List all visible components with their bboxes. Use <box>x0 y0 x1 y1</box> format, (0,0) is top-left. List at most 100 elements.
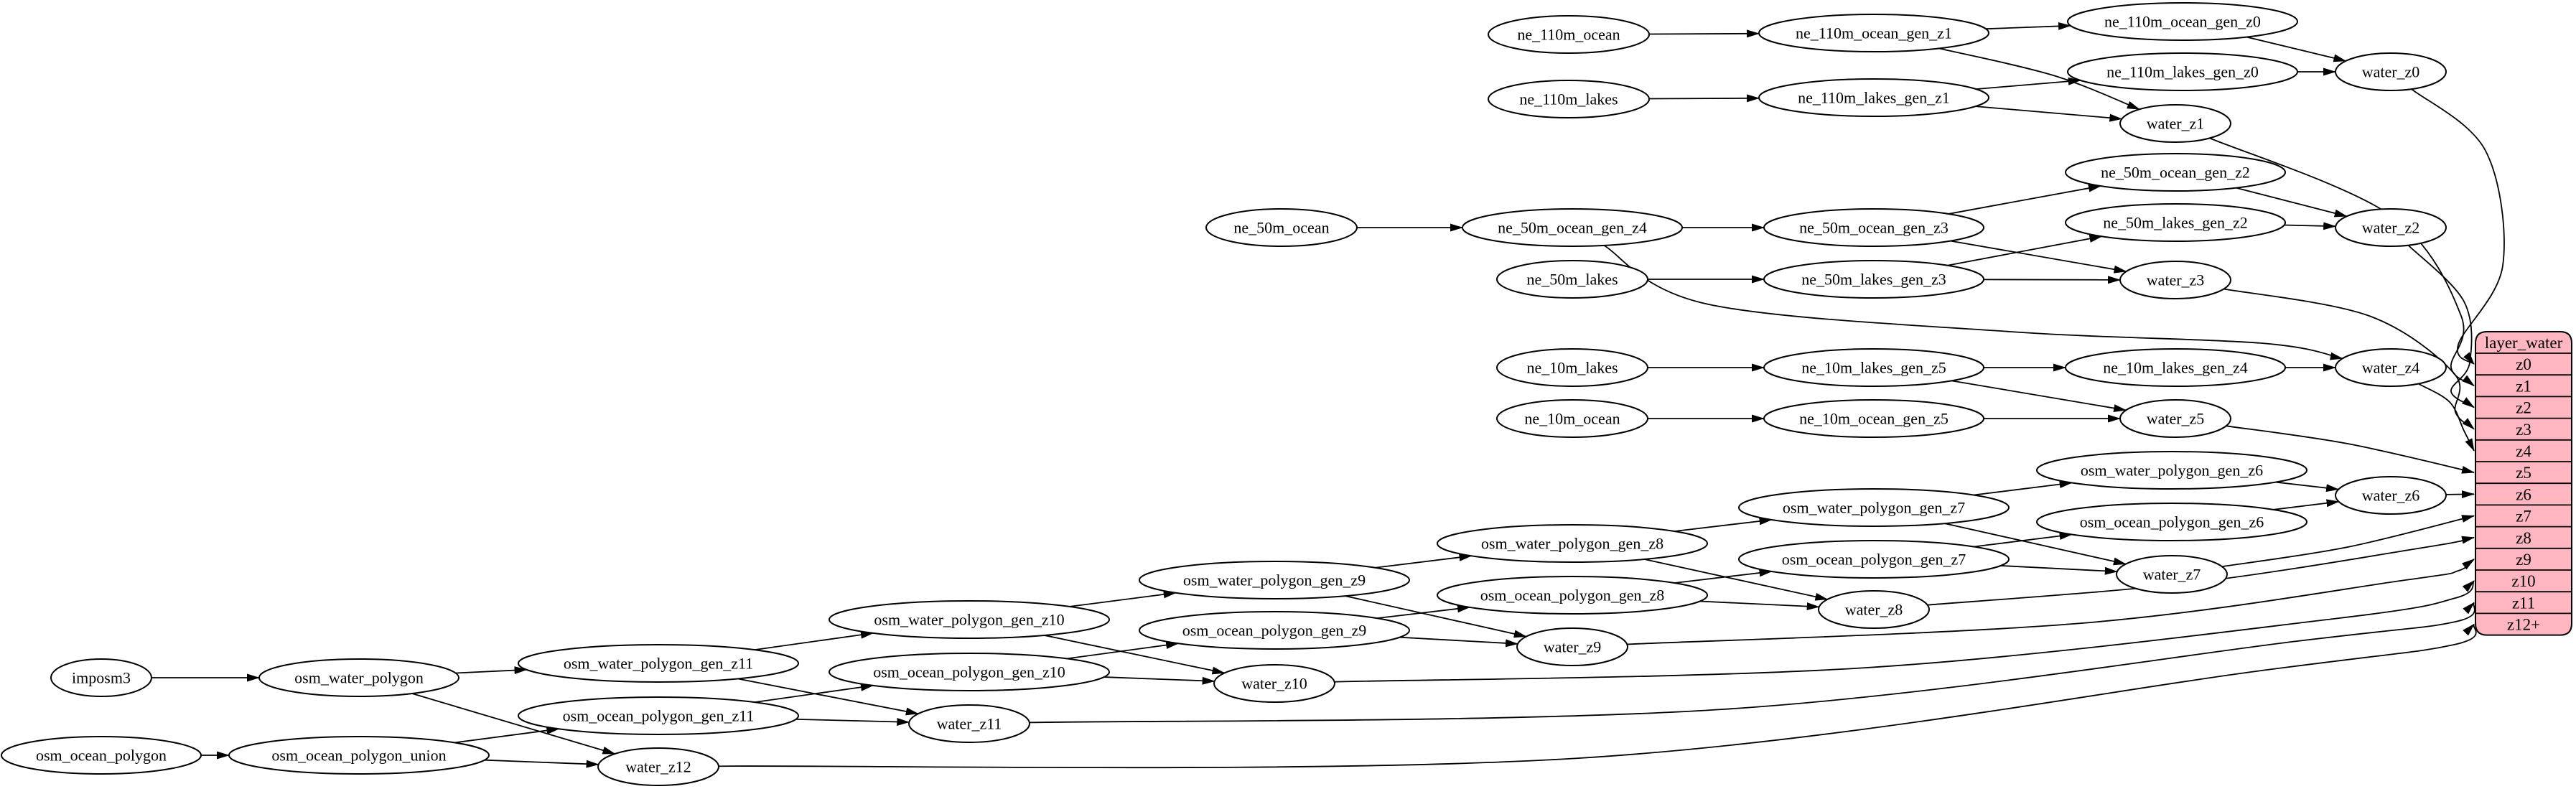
edge-osm_water_polygon_gen_z8-to-osm_water_polygon_gen_z7 <box>1674 517 1773 532</box>
water_z3-label: water_z3 <box>2147 271 2205 289</box>
node-ne_50m_ocean_gen_z2: ne_50m_ocean_gen_z2 <box>2065 153 2286 192</box>
node-osm_ocean_polygon_gen_z8: osm_ocean_polygon_gen_z8 <box>1437 576 1708 615</box>
table-row-z12+: z12+ <box>2507 616 2540 634</box>
layer-water-title: layer_water <box>2485 334 2563 352</box>
osm_ocean_polygon_gen_z8-ellipse <box>1437 576 1708 615</box>
ne_110m_lakes_gen_z0-label: ne_110m_lakes_gen_z0 <box>2106 63 2259 81</box>
node-ne_110m_lakes: ne_110m_lakes <box>1488 80 1650 118</box>
node-ne_10m_ocean: ne_10m_ocean <box>1496 399 1648 438</box>
ne_50m_ocean_gen_z4-label: ne_50m_ocean_gen_z4 <box>1498 219 1647 237</box>
node-water_z4: water_z4 <box>2335 348 2447 387</box>
water_z7-label: water_z7 <box>2143 566 2201 584</box>
water_z4-ellipse <box>2335 348 2447 387</box>
node-osm_ocean_polygon_gen_z11: osm_ocean_polygon_gen_z11 <box>518 696 799 735</box>
table-row-z7: z7 <box>2516 508 2531 526</box>
table-row-z8: z8 <box>2516 529 2531 547</box>
edge-osm_water_polygon-to-water_z12 <box>411 693 616 755</box>
node-osm_ocean_polygon: osm_ocean_polygon <box>1 736 202 775</box>
ne_110m_lakes_gen_z0-ellipse <box>2067 52 2298 91</box>
ne_50m_lakes_gen_z2-label: ne_50m_lakes_gen_z2 <box>2103 214 2248 232</box>
ne_50m_ocean-label: ne_50m_ocean <box>1233 219 1329 237</box>
node-water_z12: water_z12 <box>597 747 719 786</box>
ne_50m_lakes-ellipse <box>1496 260 1648 299</box>
edge-osm_water_polygon_gen_z9-to-osm_water_polygon_gen_z8 <box>1375 553 1473 569</box>
edge-osm_ocean_polygon_gen_z9-to-osm_ocean_polygon_gen_z8 <box>1376 604 1471 620</box>
node-water_z1: water_z1 <box>2119 104 2231 143</box>
edge-osm_water_polygon_gen_z9-to-water_z9 <box>1345 595 1527 638</box>
edge-osm_ocean_polygon_gen_z6-to-water_z6 <box>2273 499 2340 510</box>
ne_50m_lakes_gen_z3-label: ne_50m_lakes_gen_z3 <box>1801 271 1946 289</box>
node-water_z10: water_z10 <box>1213 664 1335 703</box>
ne_10m_lakes-label: ne_10m_lakes <box>1526 359 1618 377</box>
node-ne_50m_ocean: ne_50m_ocean <box>1205 208 1358 247</box>
node-osm_ocean_polygon_union: osm_ocean_polygon_union <box>228 736 490 775</box>
ne_50m_lakes-label: ne_50m_lakes <box>1526 271 1618 289</box>
ne_110m_lakes-ellipse <box>1488 80 1650 118</box>
water_z8-label: water_z8 <box>1845 601 1903 619</box>
water_z6-label: water_z6 <box>2362 487 2420 505</box>
water_z11-label: water_z11 <box>937 715 1002 733</box>
edge-ne_50m_lakes_gen_z3-to-ne_50m_lakes_gen_z2 <box>1947 235 2103 266</box>
osm_ocean_polygon_union-label: osm_ocean_polygon_union <box>271 747 446 765</box>
node-ne_50m_lakes_gen_z2: ne_50m_lakes_gen_z2 <box>2065 203 2286 242</box>
ne_10m_lakes-ellipse <box>1496 348 1648 387</box>
edge-osm_ocean_polygon_gen_z11-to-osm_ocean_polygon_gen_z10 <box>754 683 874 704</box>
ne_10m_lakes_gen_z5-label: ne_10m_lakes_gen_z5 <box>1801 359 1946 377</box>
osm_water_polygon_gen_z6-label: osm_water_polygon_gen_z6 <box>2081 462 2263 480</box>
edge-osm_ocean_polygon_gen_z10-to-osm_ocean_polygon_gen_z9 <box>1067 641 1180 660</box>
layer-water-table: layer_waterz0z1z2z3z4z5z6z7z8z9z10z11z12… <box>2475 331 2572 636</box>
edge-ne_110m_lakes_gen_z1-to-ne_110m_lakes_gen_z0 <box>1976 77 2081 90</box>
table-row-z2: z2 <box>2516 399 2531 417</box>
ne_10m_lakes_gen_z5-ellipse <box>1763 348 1984 387</box>
node-osm_ocean_polygon_gen_z9: osm_ocean_polygon_gen_z9 <box>1139 611 1410 650</box>
node-water_z7: water_z7 <box>2116 555 2228 594</box>
ne_10m_ocean-ellipse <box>1496 399 1648 438</box>
table-row-z11: z11 <box>2512 594 2535 612</box>
osm_water_polygon-ellipse <box>258 658 459 697</box>
node-ne_50m_ocean_gen_z4: ne_50m_ocean_gen_z4 <box>1462 208 1683 247</box>
edge-water_z1-to-layer_water-z1 <box>2209 137 2475 387</box>
node-ne_110m_ocean_gen_z1: ne_110m_ocean_gen_z1 <box>1758 14 1989 52</box>
ne_50m_ocean_gen_z3-ellipse <box>1763 208 1984 247</box>
node-osm_water_polygon_gen_z7: osm_water_polygon_gen_z7 <box>1738 488 2010 527</box>
ne_110m_ocean-label: ne_110m_ocean <box>1517 26 1620 44</box>
node-osm_ocean_polygon_gen_z10: osm_ocean_polygon_gen_z10 <box>829 653 1110 691</box>
osm_water_polygon_gen_z10-label: osm_water_polygon_gen_z10 <box>874 611 1064 629</box>
osm_ocean_polygon_gen_z9-ellipse <box>1139 611 1410 650</box>
edge-water_z0-to-layer_water-z0 <box>2411 88 2505 365</box>
osm_water_polygon_gen_z9-label: osm_water_polygon_gen_z9 <box>1183 571 1366 589</box>
imposm3-label: imposm3 <box>72 669 131 687</box>
osm_ocean_polygon_gen_z10-label: osm_ocean_polygon_gen_z10 <box>873 663 1065 681</box>
edge-water_z12-to-layer_water-z12+ <box>718 623 2477 769</box>
node-osm_water_polygon_gen_z10: osm_water_polygon_gen_z10 <box>829 600 1110 639</box>
table-row-z0: z0 <box>2516 355 2531 373</box>
edge-water_z11-to-layer_water-z11 <box>1029 602 2475 724</box>
ne_10m_ocean_gen_z5-ellipse <box>1763 399 1984 438</box>
edge-ne_110m_lakes-to-ne_110m_lakes_gen_z1 <box>1648 94 1760 103</box>
edge-ne_50m_ocean_gen_z4-to-water_z4 <box>1603 245 2343 360</box>
edge-osm_water_polygon_gen_z11-to-osm_water_polygon_gen_z10 <box>754 630 874 651</box>
edge-ne_50m_lakes_gen_z2-to-water_z2 <box>2284 222 2337 230</box>
edge-water_z5-to-layer_water-z5 <box>2226 425 2475 474</box>
edge-osm_water_polygon_gen_z7-to-water_z7 <box>1944 523 2127 566</box>
ne_110m_ocean-ellipse <box>1488 15 1650 54</box>
osm_water_polygon_gen_z9-ellipse <box>1139 561 1410 599</box>
node-water_z9: water_z9 <box>1516 627 1628 666</box>
ne_50m_ocean_gen_z4-ellipse <box>1462 208 1683 247</box>
edge-ne_110m_ocean_gen_z1-to-water_z1 <box>1938 47 2140 111</box>
ne_50m_ocean_gen_z2-ellipse <box>2065 153 2286 192</box>
water_z5-label: water_z5 <box>2147 410 2205 428</box>
osm_water_polygon_gen_z10-ellipse <box>829 600 1110 639</box>
edge-osm_ocean_polygon_union-to-osm_ocean_polygon_gen_z11 <box>454 727 560 744</box>
table-row-z9: z9 <box>2516 551 2531 569</box>
node-ne_50m_lakes: ne_50m_lakes <box>1496 260 1648 299</box>
node-water_z0: water_z0 <box>2335 52 2447 91</box>
node-osm_water_polygon: osm_water_polygon <box>258 658 459 697</box>
water_z2-label: water_z2 <box>2362 219 2420 237</box>
water_z7-ellipse <box>2116 555 2228 594</box>
edge-osm_water_polygon_gen_z10-to-osm_water_polygon_gen_z9 <box>1069 590 1177 607</box>
edge-osm_water_polygon_gen_z11-to-water_z11 <box>737 678 919 716</box>
node-ne_10m_lakes_gen_z5: ne_10m_lakes_gen_z5 <box>1763 348 1984 387</box>
water_z3-ellipse <box>2119 261 2231 299</box>
